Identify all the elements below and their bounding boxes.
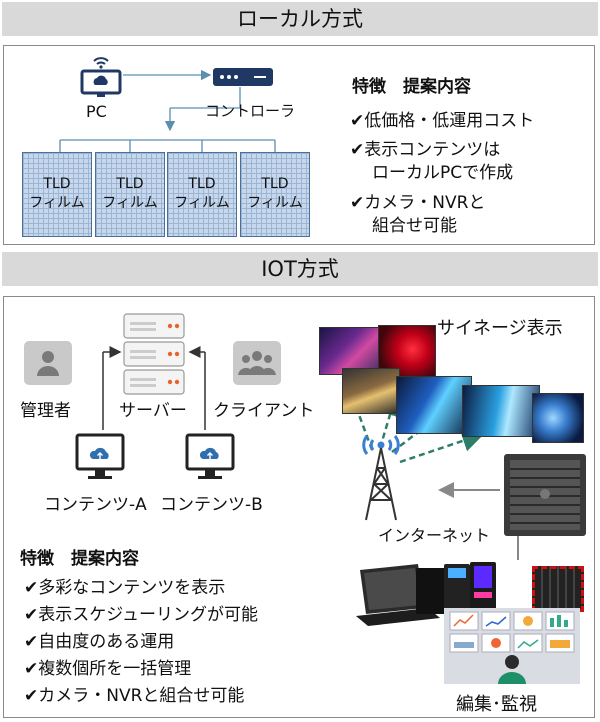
local-features-title: 特徴 提案内容 (352, 77, 471, 97)
tld-film-2-label: TLD フィルム (102, 176, 158, 211)
tld-film-2: TLD フィルム (95, 152, 165, 237)
check-icon: ✔ (350, 193, 365, 213)
client-label: クライアント (213, 401, 315, 421)
iot-feature-1: ✔多彩なコンテンツを表示 (24, 575, 225, 601)
check-icon: ✔ (350, 140, 365, 160)
iot-feature-3-text: 自由度のある運用 (38, 632, 175, 652)
edit-monitor-label: 編集･監視 (456, 694, 537, 715)
iot-feature-1-text: 多彩なコンテンツを表示 (38, 578, 226, 598)
content-a-label: コンテンツ-A (44, 495, 147, 515)
tld-film-4: TLD フィルム (240, 152, 310, 237)
iot-features-title: 特徴 提案内容 (20, 549, 139, 569)
antenna-tower-icon (362, 435, 400, 521)
content-b-label: コンテンツ-B (160, 495, 263, 515)
local-connectors (59, 69, 276, 152)
tld-film-1-label: TLD フィルム (29, 176, 85, 211)
signage-photo-4 (396, 376, 472, 434)
local-feature-3-cont: 組合せ可能 (372, 213, 457, 239)
check-icon: ✔ (24, 578, 39, 598)
server-label: サーバー (119, 401, 187, 421)
client-group-icon (233, 341, 281, 385)
content-b-monitor-icon (185, 433, 235, 479)
laptop-and-pc-devices-icon (356, 562, 496, 626)
check-icon: ✔ (24, 632, 39, 652)
iot-feature-5-text: カメラ・NVRと組合せ可能 (38, 686, 245, 706)
check-icon: ✔ (350, 111, 365, 131)
admin-label: 管理者 (20, 401, 71, 421)
tld-film-3: TLD フィルム (167, 152, 237, 237)
pc-monitor-icon (80, 57, 122, 97)
local-feature-2-cont: ローカルPCで作成 (372, 160, 513, 186)
admin-user-icon (24, 341, 72, 385)
tld-film-3-label: TLD フィルム (174, 176, 230, 211)
local-feature-1-text: 低価格・低運用コスト (364, 111, 535, 131)
pc-label: PC (86, 102, 107, 121)
controller-icon (213, 68, 273, 86)
internet-label: インターネット (378, 526, 491, 545)
server-stack-icon (123, 313, 185, 395)
tld-film-4-label: TLD フィルム (247, 176, 303, 211)
check-icon: ✔ (24, 605, 39, 625)
iot-feature-3: ✔自由度のある運用 (24, 629, 174, 655)
iot-feature-2: ✔表示スケジューリングが可能 (24, 602, 258, 628)
iot-feature-4: ✔複数個所を一括管理 (24, 656, 191, 682)
camera-grid-thumbnail (532, 566, 584, 612)
content-a-monitor-icon (75, 433, 125, 479)
local-feature-2: ✔表示コンテンツは (350, 137, 500, 163)
local-feature-2-cont-text: ローカルPCで作成 (372, 163, 514, 183)
local-feature-1: ✔低価格・低運用コスト (350, 108, 534, 134)
iot-section-title: IOT方式 (2, 252, 598, 286)
signage-photo-6 (532, 393, 584, 443)
signage-photo-5 (462, 385, 540, 437)
local-feature-3: ✔カメラ・NVRと (350, 190, 485, 216)
iot-feature-2-text: 表示スケジューリングが可能 (38, 605, 259, 625)
check-icon: ✔ (24, 686, 39, 706)
local-section-title: ローカル方式 (2, 2, 598, 36)
controller-label: コントローラ (205, 102, 296, 120)
tower-server-icon (504, 454, 586, 536)
local-feature-2-text: 表示コンテンツは (364, 140, 501, 160)
local-feature-3-text: カメラ・NVRと (364, 193, 486, 213)
iot-feature-4-text: 複数個所を一括管理 (38, 659, 192, 679)
check-icon: ✔ (24, 659, 39, 679)
tld-film-1: TLD フィルム (22, 152, 92, 237)
local-feature-3-cont-text: 組合せ可能 (372, 216, 457, 236)
monitoring-dashboard-icon (444, 608, 580, 684)
signage-label: サイネージ表示 (437, 318, 563, 339)
signage-photo-3 (342, 368, 400, 414)
iot-feature-5: ✔カメラ・NVRと組合せ可能 (24, 683, 244, 709)
